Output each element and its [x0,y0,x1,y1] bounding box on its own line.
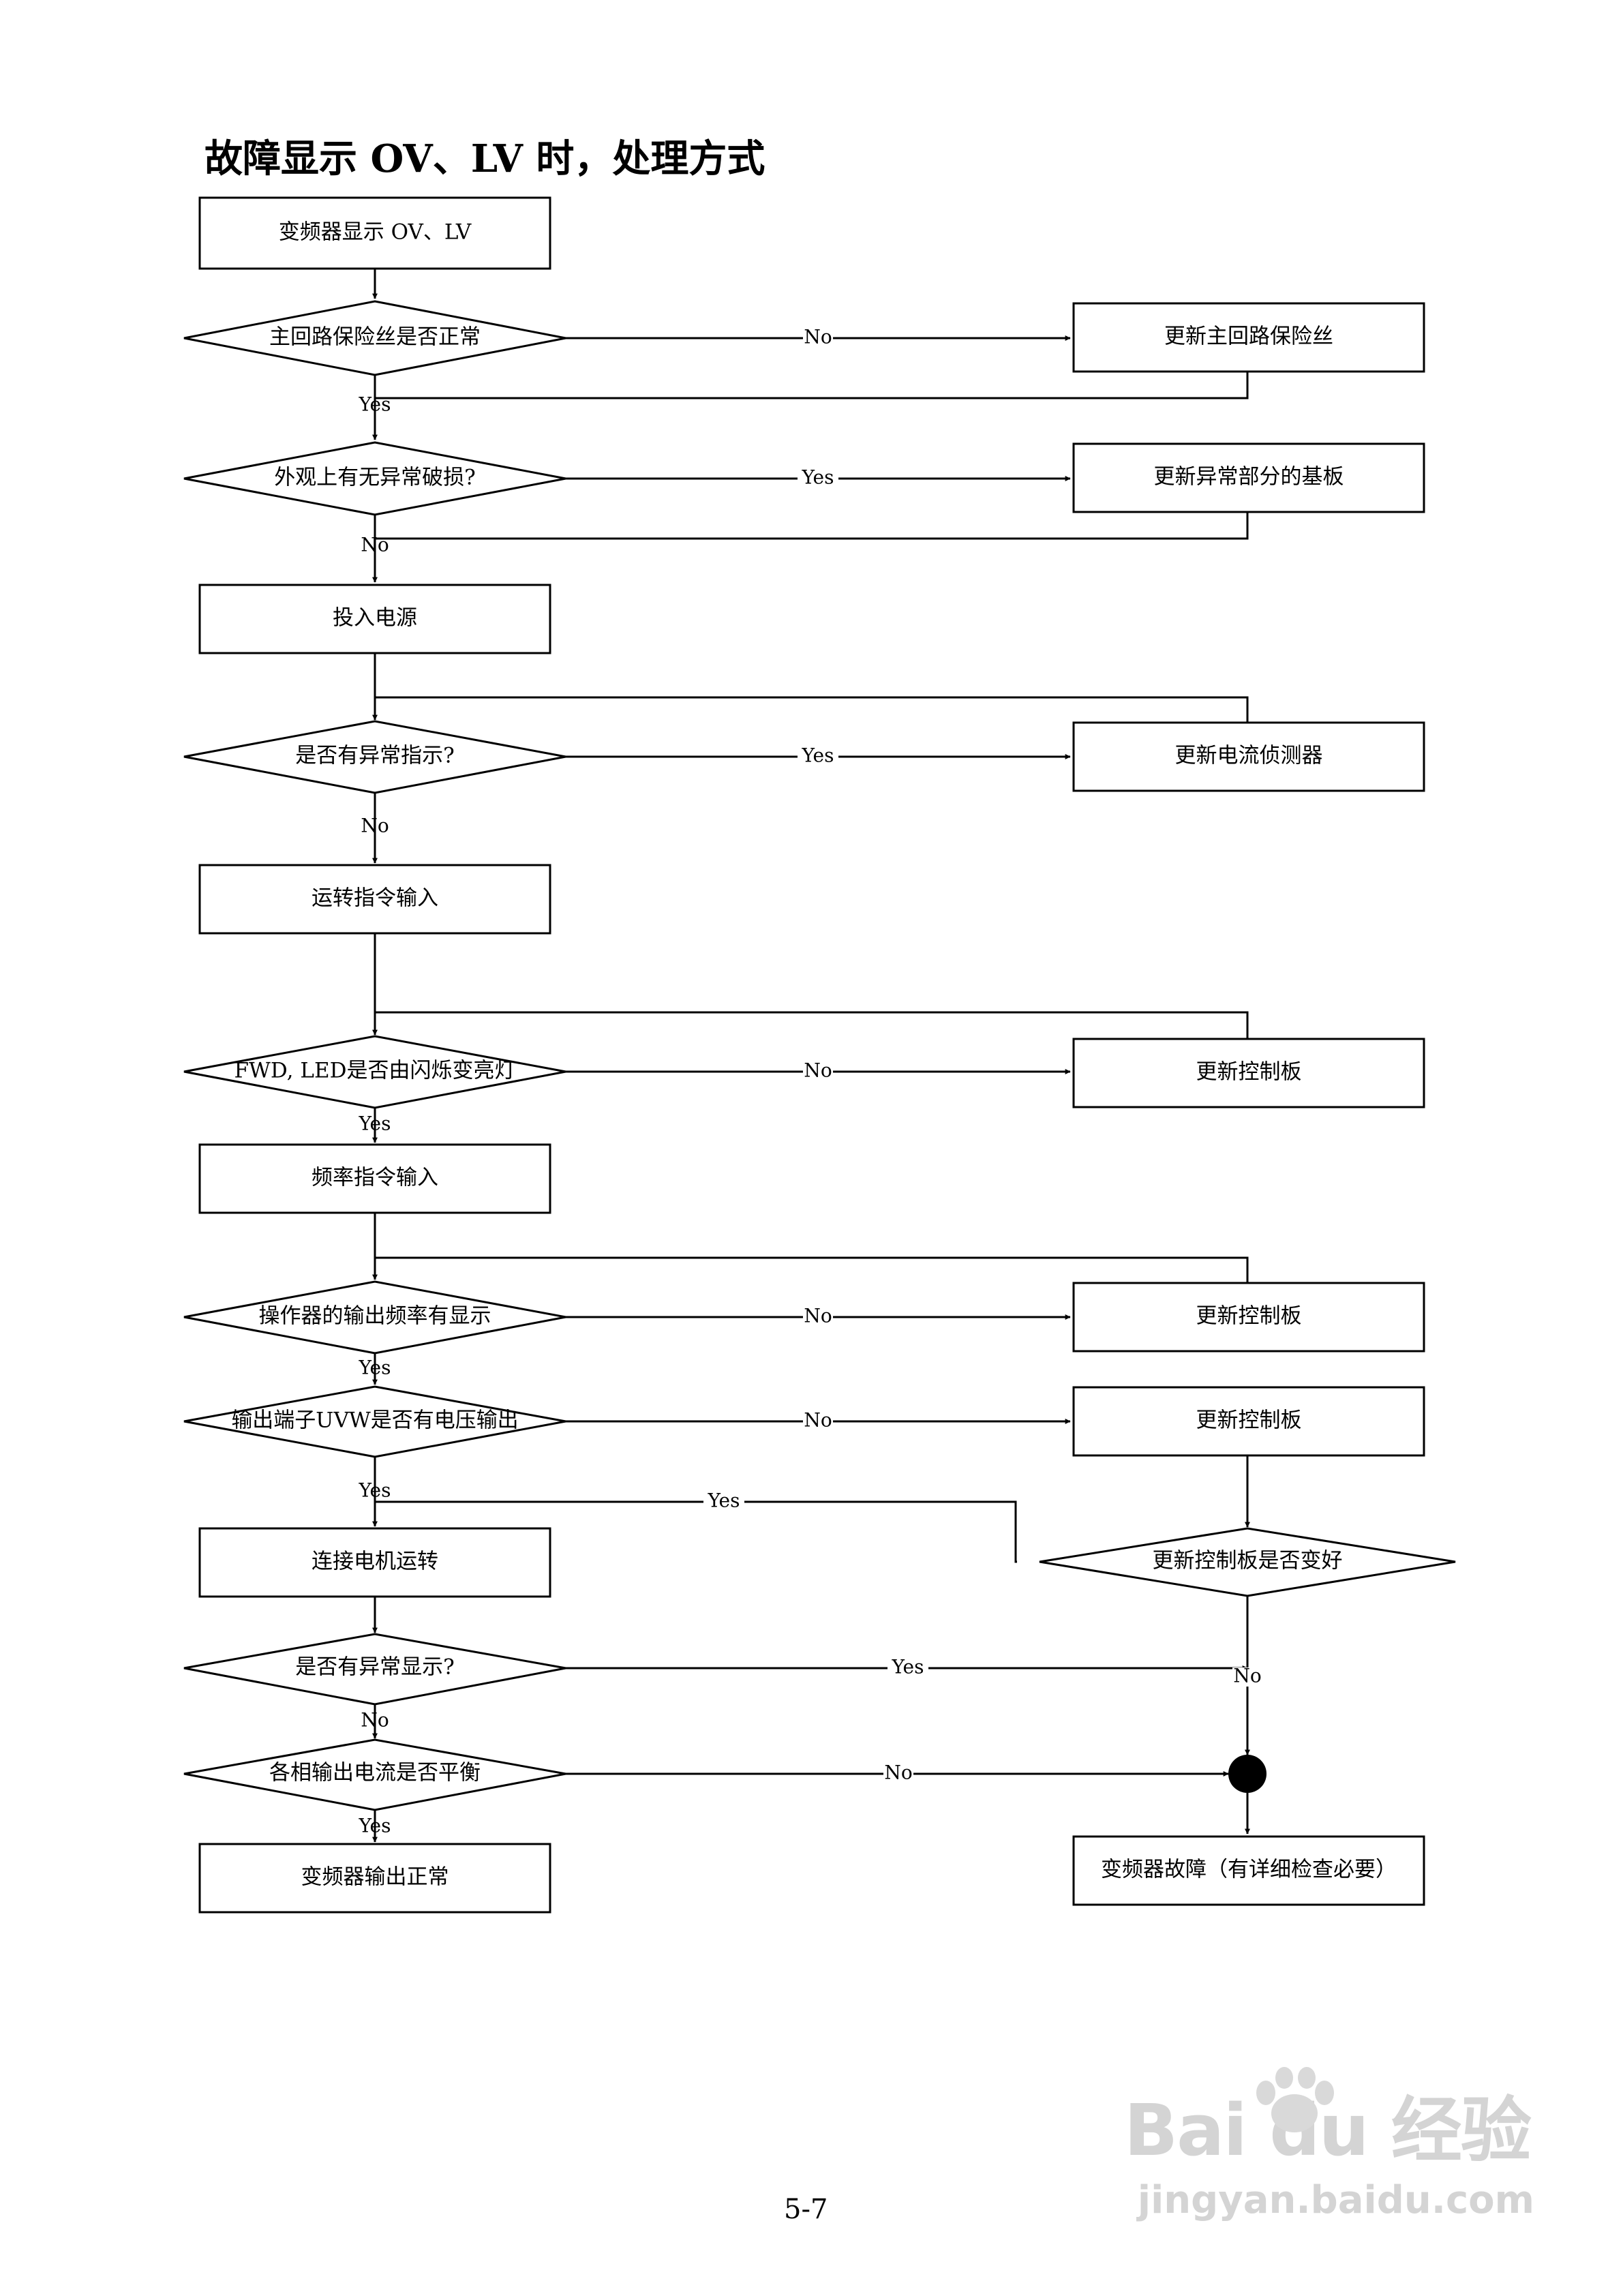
decision-fwd-led-text: FWD, LED是否由闪烁变亮灯 [234,1059,516,1083]
action-replace-board: 更新异常部分的基板 [1072,442,1425,513]
decision-control-board-ok-text: 更新控制板是否变好 [1153,1549,1343,1573]
label-no: No [804,1059,832,1082]
label-yes: Yes [708,1490,740,1512]
label-no: No [804,1409,832,1432]
connector [375,696,1249,723]
action-replace-current-detector: 更新电流侦测器 [1072,721,1425,792]
action-replace-control-board-3-text: 更新控制板 [1196,1408,1302,1433]
end-output-normal: 变频器输出正常 [198,1843,551,1914]
action-replace-board-text: 更新异常部分的基板 [1154,465,1344,489]
step-connect-motor-text: 连接电机运转 [312,1550,438,1574]
label-no: No [884,1762,912,1784]
decision-uvw-voltage: 输出端子UVW是否有电压输出 [183,1385,566,1458]
decision-abnormal-indication-text: 是否有异常指示? [295,744,455,768]
page-title: 故障显示 OV、LV 时，处理方式 [204,136,765,181]
decision-damage-text: 外观上有无异常破损? [274,466,476,490]
action-replace-control-board-2-text: 更新控制板 [1196,1304,1302,1329]
step-frequency-command: 频率指令输入 [198,1143,551,1214]
action-replace-control-board-2: 更新控制板 [1072,1282,1425,1353]
label-yes: Yes [359,1815,391,1837]
label-no: No [361,815,389,837]
step-frequency-command-text: 频率指令输入 [312,1166,438,1190]
label-yes: Yes [359,1113,391,1135]
decision-operator-frequency-text: 操作器的输出频率有显示 [259,1304,491,1329]
decision-damage: 外观上有无异常破损? [183,441,566,516]
step-connect-motor: 连接电机运转 [198,1527,551,1598]
end-output-normal-text: 变频器输出正常 [301,1865,449,1890]
label-yes: Yes [802,744,834,767]
decision-operator-frequency: 操作器的输出频率有显示 [183,1280,566,1355]
action-replace-control-board-1-text: 更新控制板 [1196,1060,1302,1085]
connector [375,1011,1249,1039]
watermark: Bai du 经验 jingyan.baidu.com [1124,2067,1534,2222]
step-power-on: 投入电源 [198,584,551,654]
decision-control-board-ok: 更新控制板是否变好 [1039,1527,1456,1597]
decision-abnormal-display: 是否有异常显示? [183,1633,566,1706]
end-inverter-fault: 变频器故障（有详细检查必要） [1072,1835,1425,1906]
connector [375,1500,1017,1563]
decision-fuse-text: 主回路保险丝是否正常 [269,325,481,350]
end-inverter-fault-text: 变频器故障（有详细检查必要） [1101,1858,1397,1882]
label-no: No [361,1709,389,1732]
action-replace-current-detector-text: 更新电流侦测器 [1175,744,1323,768]
label-no: No [804,1305,832,1327]
watermark-site: jingyan.baidu.com [1137,2178,1534,2222]
decision-abnormal-display-text: 是否有异常显示? [295,1655,455,1680]
label-yes: Yes [802,466,834,489]
label-yes: Yes [359,393,391,416]
action-replace-control-board-1: 更新控制板 [1072,1038,1425,1108]
merge-junction-dot [1228,1755,1266,1793]
node-start: 变频器显示 OV、LV [198,196,551,270]
page-number: 5-7 [784,2194,828,2225]
action-replace-fuse: 更新主回路保险丝 [1072,302,1425,373]
step-run-command-text: 运转指令输入 [312,886,438,911]
step-run-command: 运转指令输入 [198,864,551,935]
decision-phase-balance-text: 各相输出电流是否平衡 [269,1761,481,1785]
connector [375,1256,1249,1283]
connector [375,372,1249,399]
branch-labels: No Yes Yes No No No Yes Yes No No Yes No… [359,326,1262,1837]
connector [375,512,1249,540]
node-start-text: 变频器显示 OV、LV [279,220,472,245]
decision-phase-balance: 各相输出电流是否平衡 [183,1738,566,1811]
action-replace-control-board-3: 更新控制板 [1072,1386,1425,1457]
label-no: No [1233,1665,1261,1687]
step-power-on-text: 投入电源 [333,606,417,631]
decision-fwd-led: FWD, LED是否由闪烁变亮灯 [183,1035,566,1109]
decision-fuse: 主回路保险丝是否正常 [183,300,566,376]
label-no: No [361,534,389,556]
action-replace-fuse-text: 更新主回路保险丝 [1164,324,1333,349]
paw-logo-icon [1256,2067,1334,2132]
label-yes: Yes [359,1357,391,1379]
label-yes: Yes [359,1479,391,1502]
label-no: No [804,326,832,348]
decision-uvw-voltage-text: 输出端子UVW是否有电压输出 [231,1408,518,1433]
decision-abnormal-indication: 是否有异常指示? [183,720,566,794]
label-yes: Yes [892,1656,924,1678]
